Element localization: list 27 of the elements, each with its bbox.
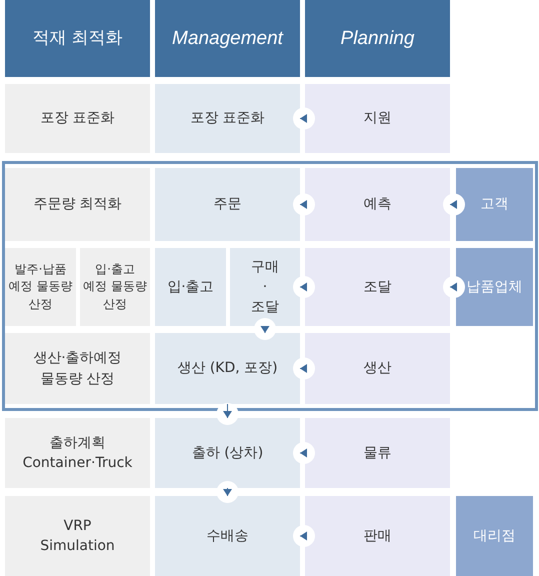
task-cell: 포장 표준화 bbox=[155, 84, 300, 153]
partner-cell: 고객 bbox=[456, 168, 533, 241]
task-cell: 생산 bbox=[305, 333, 450, 404]
partner-cell: 대리점 bbox=[456, 496, 533, 576]
task-cell: 출하 (상차) bbox=[155, 418, 300, 488]
task-cell: 조달 bbox=[305, 248, 450, 326]
task-cell: 물류 bbox=[305, 418, 450, 488]
column-header: Management bbox=[155, 0, 300, 77]
task-cell: 출하계획 Container·Truck bbox=[5, 418, 150, 488]
column-header: 적재 최적화 bbox=[5, 0, 150, 77]
task-cell: VRP Simulation bbox=[5, 496, 150, 576]
column-header: Planning bbox=[305, 0, 450, 77]
task-cell: 예측 bbox=[305, 168, 450, 241]
task-cell: 입·출고 bbox=[155, 248, 226, 326]
task-cell: 판매 bbox=[305, 496, 450, 576]
task-cell: 지원 bbox=[305, 84, 450, 153]
task-cell: 주문량 최적화 bbox=[5, 168, 150, 241]
task-cell: 발주·납품 예정 물동량 산정 bbox=[5, 248, 76, 326]
task-cell: 주문 bbox=[155, 168, 300, 241]
task-cell: 구매 · 조달 bbox=[230, 248, 300, 326]
task-cell: 생산 (KD, 포장) bbox=[155, 333, 300, 404]
highlight-frame bbox=[2, 161, 538, 411]
task-cell: 입·출고 예정 물동량 산정 bbox=[80, 248, 150, 326]
task-cell: 생산·출하예정 물동량 산정 bbox=[5, 333, 150, 404]
task-cell: 포장 표준화 bbox=[5, 84, 150, 153]
task-cell: 수배송 bbox=[155, 496, 300, 576]
partner-cell: 납품업체 bbox=[456, 248, 533, 326]
